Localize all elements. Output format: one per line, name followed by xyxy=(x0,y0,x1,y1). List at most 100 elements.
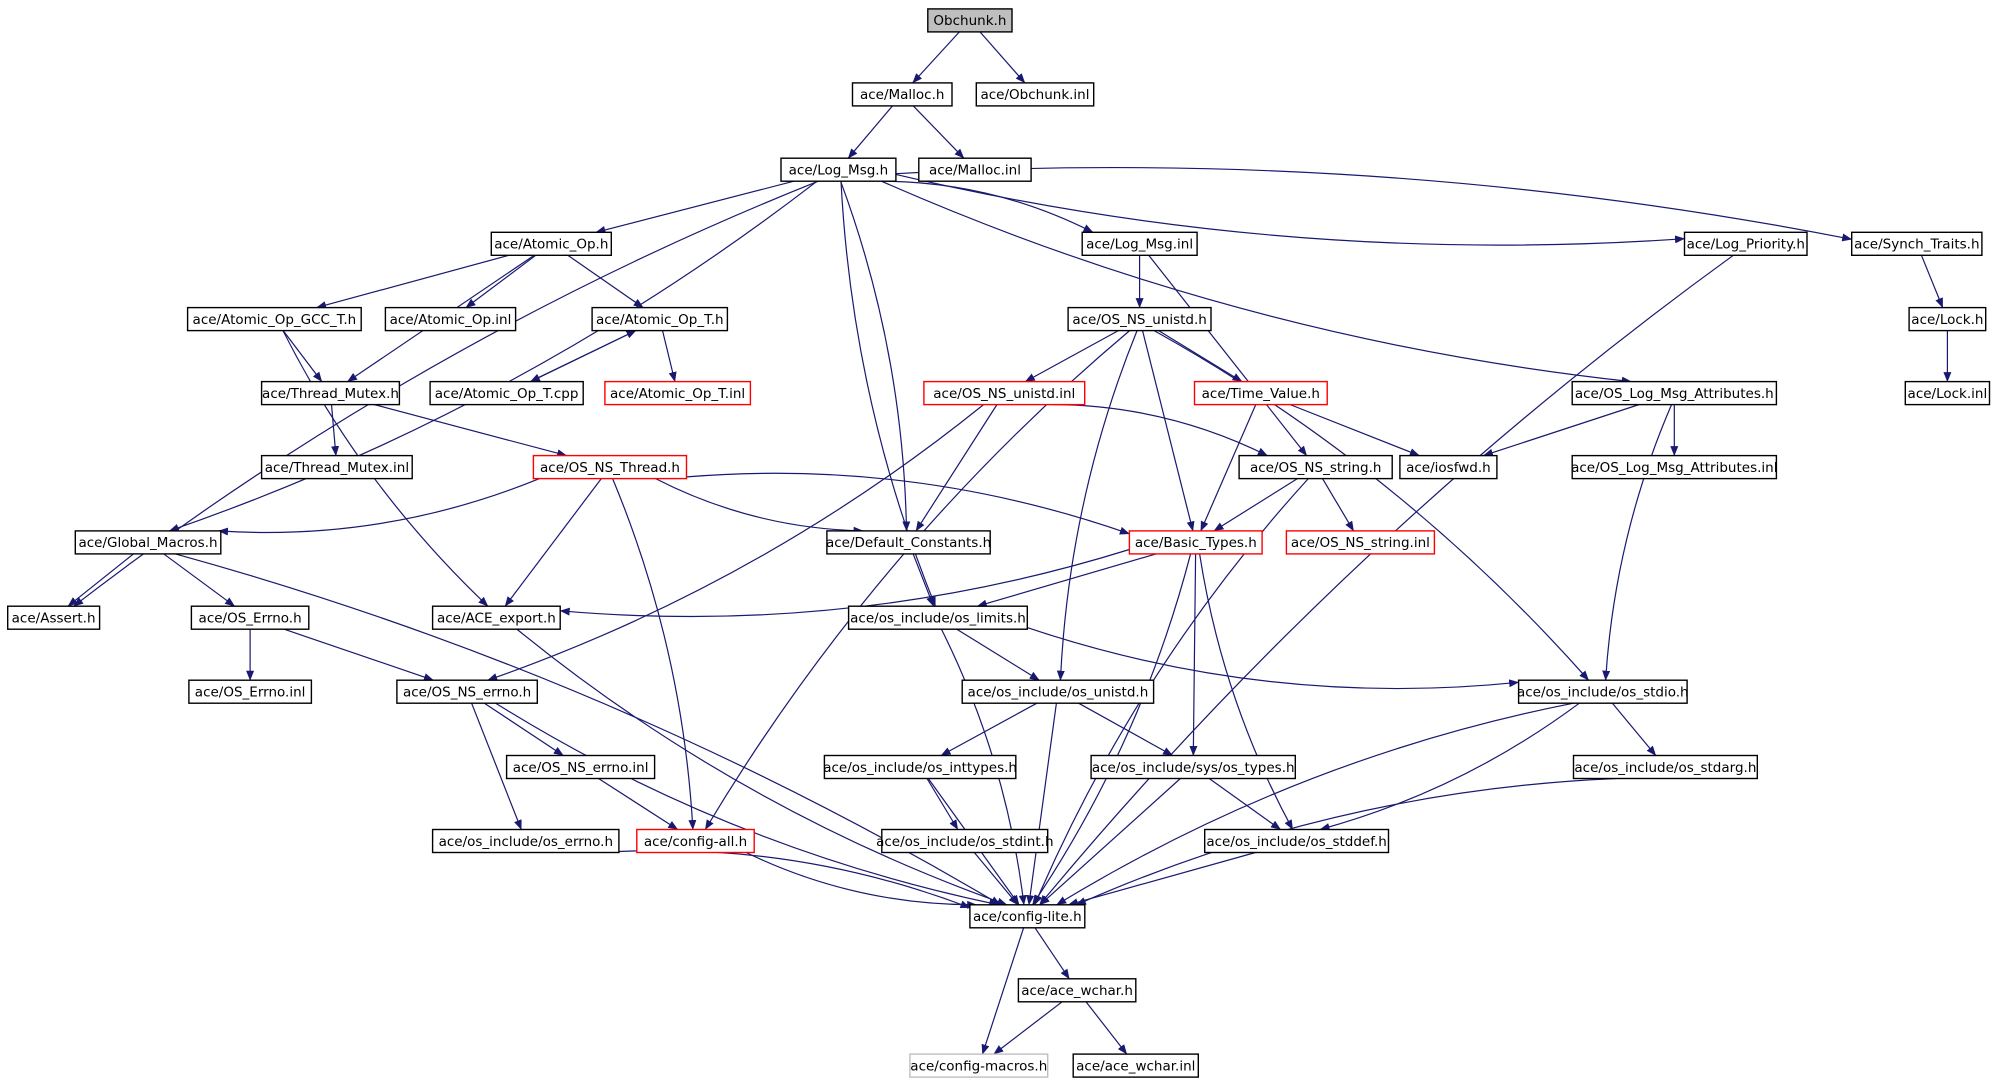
edge-atomic_op_t_h-to-atomic_op_t_inl xyxy=(661,330,677,383)
node-lock_h[interactable]: ace/Lock.h xyxy=(1908,306,1987,332)
node-box xyxy=(1081,231,1198,257)
node-global_macros_h[interactable]: ace/Global_Macros.h xyxy=(74,530,222,555)
node-os_ns_errno_h[interactable]: ace/OS_NS_errno.h xyxy=(396,679,538,704)
node-box xyxy=(6,605,101,630)
node-basic_types_h[interactable]: ace/Basic_Types.h xyxy=(1128,530,1263,555)
node-obchunk_inl[interactable]: ace/Obchunk.inl xyxy=(975,82,1095,107)
edge-os_ns_thread_h-to-basic_types_h xyxy=(686,472,1130,535)
node-thread_mutex_inl[interactable]: ace/Thread_Mutex.inl xyxy=(260,454,413,480)
edge-os_ns_errno_h-to-os_ns_errno_inl xyxy=(484,702,564,756)
node-os_stdint_h[interactable]: ace/os_include/os_stdint.h xyxy=(876,828,1054,854)
node-label: ace/OS_Log_Msg_Attributes.inl xyxy=(1571,460,1777,476)
node-box xyxy=(1067,306,1212,332)
node-os_errno_os_h[interactable]: ace/os_include/os_errno.h xyxy=(431,828,620,854)
node-os_ns_unistd_h[interactable]: ace/OS_NS_unistd.h xyxy=(1067,306,1212,332)
node-box xyxy=(881,828,1049,854)
edge-os_limits_h-to-os_unistd_h xyxy=(956,628,1040,681)
edge-os_ns_errno_h-to-os_errno_os_h xyxy=(471,702,522,830)
node-atomic_op_t_inl[interactable]: ace/Atomic_Op_T.inl xyxy=(604,380,752,406)
node-label: ace/config-macros.h xyxy=(910,1058,1047,1074)
node-ace_wchar_h[interactable]: ace/ace_wchar.h xyxy=(1017,978,1137,1003)
edge-thread_mutex_h-to-os_ns_thread_h xyxy=(373,403,568,458)
node-box xyxy=(505,754,656,780)
node-label: ace/os_include/os_inttypes.h xyxy=(823,760,1017,776)
node-atomic_op_inl[interactable]: ace/Atomic_Op.inl xyxy=(384,306,517,332)
node-os_ns_unistd_inl[interactable]: ace/OS_NS_unistd.inl xyxy=(923,380,1086,406)
node-os_ns_string_inl[interactable]: ace/OS_NS_string.inl xyxy=(1285,530,1436,555)
node-atomic_op_h[interactable]: ace/Atomic_Op.h xyxy=(490,231,612,257)
node-os_ns_errno_inl[interactable]: ace/OS_NS_errno.inl xyxy=(505,754,656,780)
node-lock_inl[interactable]: ace/Lock.inl xyxy=(1904,380,1991,406)
node-default_constants_h[interactable]: ace/Default_Constants.h xyxy=(826,530,991,555)
edge-os_errno_os_h-to-config_lite_h xyxy=(602,849,971,909)
node-malloc_h[interactable]: ace/Malloc.h xyxy=(851,82,953,107)
node-atomic_op_gcc_t_h[interactable]: ace/Atomic_Op_GCC_T.h xyxy=(186,306,362,332)
edge-time_value_h-to-basic_types_h xyxy=(1200,404,1257,532)
edges-layer xyxy=(67,31,1952,1055)
edge-atomic_op_h-to-atomic_op_gcc_t_h xyxy=(316,254,510,309)
node-log_msg_h[interactable]: ace/Log_Msg.h xyxy=(780,157,897,182)
node-log_msg_inl[interactable]: ace/Log_Msg.inl xyxy=(1081,231,1198,257)
edge-os_log_msg_attributes_h-to-iosfwd_h xyxy=(1483,403,1640,457)
edge-log_msg_h-to-default_constants_h xyxy=(840,180,911,532)
node-ace_export_h[interactable]: ace/ACE_export.h xyxy=(431,605,561,630)
node-iosfwd_h[interactable]: ace/iosfwd.h xyxy=(1399,454,1498,480)
node-os_log_msg_attributes_inl[interactable]: ace/OS_Log_Msg_Attributes.inl xyxy=(1571,454,1777,480)
node-sys_os_types_h[interactable]: ace/os_include/sys/os_types.h xyxy=(1090,754,1296,780)
node-atomic_op_t_cpp[interactable]: ace/Atomic_Op_T.cpp xyxy=(429,380,584,406)
edge-atomic_op_t_cpp-to-atomic_op_t_h xyxy=(530,329,637,383)
edge-os_ns_unistd_inl-to-default_constants_h xyxy=(915,404,998,532)
node-obchunk_h[interactable]: Obchunk.h xyxy=(927,8,1013,33)
node-os_errno_h[interactable]: ace/OS_Errno.h xyxy=(190,605,310,630)
node-os_inttypes_h[interactable]: ace/os_include/os_inttypes.h xyxy=(823,754,1017,780)
node-box xyxy=(636,828,755,854)
node-os_unistd_h[interactable]: ace/os_include/os_unistd.h xyxy=(961,679,1155,704)
node-label: ace/config-all.h xyxy=(644,834,747,850)
node-os_stddef_h[interactable]: ace/os_include/os_stddef.h xyxy=(1203,828,1390,854)
node-os_stdio_h[interactable]: ace/os_include/os_stdio.h xyxy=(1517,679,1689,704)
node-config_lite_h[interactable]: ace/config-lite.h xyxy=(969,904,1086,929)
node-os_limits_h[interactable]: ace/os_include/os_limits.h xyxy=(847,605,1028,630)
node-label: ace/config-lite.h xyxy=(973,909,1082,925)
node-ace_wchar_inl[interactable]: ace/ace_wchar.inl xyxy=(1072,1053,1199,1078)
node-label: ace/OS_NS_errno.inl xyxy=(513,760,649,776)
node-label: ace/Lock.h xyxy=(1911,312,1983,328)
node-assert_h[interactable]: ace/Assert.h xyxy=(6,605,101,630)
node-os_log_msg_attributes_h[interactable]: ace/OS_Log_Msg_Attributes.h xyxy=(1571,380,1778,406)
node-synch_traits_h[interactable]: ace/Synch_Traits.h xyxy=(1850,231,1983,257)
edge-log_msg_h-to-os_log_msg_attributes_h xyxy=(881,180,1632,385)
edge-basic_types_h-to-sys_os_types_h xyxy=(1189,553,1198,756)
node-box xyxy=(260,454,413,480)
node-os_errno_inl[interactable]: ace/OS_Errno.inl xyxy=(188,679,313,704)
node-box xyxy=(1090,754,1296,780)
node-box xyxy=(591,306,729,332)
edge-log_priority_h-to-config_lite_h xyxy=(1039,254,1734,906)
node-box xyxy=(909,1053,1049,1078)
edge-os_ns_thread_h-to-default_constants_h xyxy=(655,478,864,535)
node-atomic_op_t_h[interactable]: ace/Atomic_Op_T.h xyxy=(591,306,729,332)
edge-basic_types_h-to-os_stddef_h xyxy=(1199,553,1294,830)
node-box xyxy=(1908,306,1987,332)
node-config_macros_h[interactable]: ace/config-macros.h xyxy=(909,1053,1049,1078)
edge-synch_traits_h-to-lock_h xyxy=(1920,254,1944,309)
node-label: ace/Time_Value.h xyxy=(1202,386,1320,402)
node-label: ace/Atomic_Op_T.inl xyxy=(610,386,745,402)
node-os_stdarg_h[interactable]: ace/os_include/os_stdarg.h xyxy=(1572,754,1759,780)
node-box xyxy=(74,530,222,555)
node-label: ace/os_include/os_limits.h xyxy=(850,611,1026,627)
node-log_priority_h[interactable]: ace/Log_Priority.h xyxy=(1683,231,1808,257)
edge-config_lite_h-to-ace_wchar_h xyxy=(1034,927,1070,980)
node-config_all_h[interactable]: ace/config-all.h xyxy=(636,828,755,854)
node-time_value_h[interactable]: ace/Time_Value.h xyxy=(1193,380,1328,406)
node-label: ace/OS_Errno.h xyxy=(199,611,302,627)
node-malloc_inl[interactable]: ace/Malloc.inl xyxy=(918,157,1032,182)
node-os_ns_thread_h[interactable]: ace/OS_NS_Thread.h xyxy=(532,454,688,480)
node-box xyxy=(1572,754,1759,780)
node-label: ace/OS_NS_unistd.inl xyxy=(933,386,1075,402)
node-thread_mutex_h[interactable]: ace/Thread_Mutex.h xyxy=(260,380,401,406)
edge-atomic_op_h-to-atomic_op_t_h xyxy=(567,254,644,309)
edge-os_unistd_h-to-os_inttypes_h xyxy=(940,702,1038,757)
node-os_ns_string_h[interactable]: ace/OS_NS_string.h xyxy=(1238,454,1393,480)
